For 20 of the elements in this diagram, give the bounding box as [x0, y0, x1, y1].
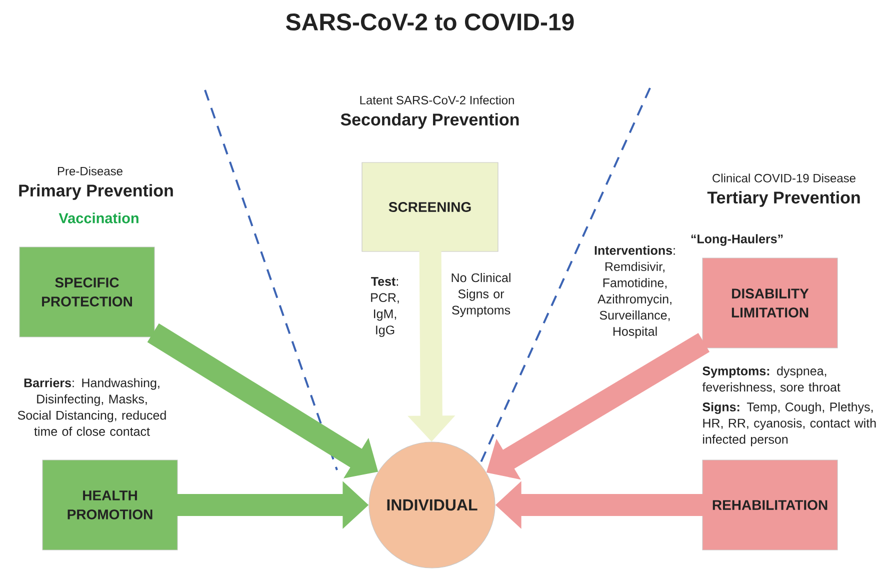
stage-caption: Clinical COVID-19 Disease	[712, 174, 856, 182]
stage-caption: Pre-Disease	[58, 166, 122, 176]
note-text: “Long-Haulers”	[691, 234, 783, 246]
stage-heading: Secondary Prevention	[340, 113, 519, 129]
stage-caption: Latent SARS-CoV-2 Infection	[360, 96, 514, 104]
process-box: SCREENING	[362, 162, 498, 252]
note-text: Test: PCR, IgM, IgG	[371, 277, 399, 337]
note-text: Signs: Temp, Cough, Plethys, HR, RR, cyanosis, contact with infected person	[702, 402, 876, 446]
process-box: REHABILITATION	[702, 460, 838, 550]
stage-heading: Primary Prevention	[19, 184, 173, 200]
emphasis-label: Vaccination	[58, 212, 138, 224]
process-box: HEALTH PROMOTION	[42, 460, 178, 550]
note-text: No Clinical Signs or Symptoms	[452, 272, 510, 318]
title: SARS-CoV-2 to COVID-19	[286, 14, 574, 30]
process-box: DISABILITY LIMITATION	[702, 258, 838, 348]
note-text: Barriers: Handwashing, Disinfecting, Masks, Social Distancing, reduced time of close contact	[18, 378, 166, 436]
stage-heading: Tertiary Prevention	[707, 191, 860, 207]
note-text: Interventions: Remdisivir, Famotidine, Azithromycin, Surveillance, Hospital	[594, 246, 675, 338]
note-text: Symptoms: dyspnea, feverishness, sore throat	[702, 366, 840, 394]
process-box: SPECIFIC PROTECTION	[19, 246, 155, 338]
